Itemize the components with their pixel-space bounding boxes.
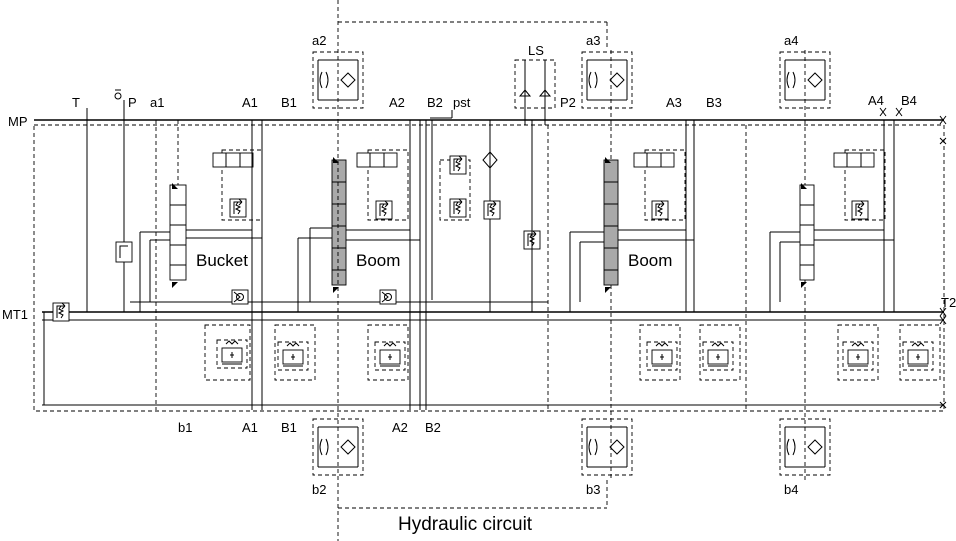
- inlet-pressure-reducer: [115, 241, 133, 263]
- port-label-b2-bottom: B2: [425, 420, 441, 435]
- section-label-boom-1: Boom: [356, 251, 400, 270]
- port-label-b1-small: b1: [178, 420, 192, 435]
- inlet-relief-valve: [52, 302, 70, 322]
- port-label-b1-top: B1: [281, 95, 297, 110]
- port-label-a3: A3: [666, 95, 682, 110]
- port-label-p: P: [128, 95, 137, 110]
- section-4: [769, 50, 941, 480]
- section-bucket: [139, 120, 263, 410]
- port-label-pst: pst: [453, 95, 471, 110]
- port-label-a4-work: a4: [784, 33, 798, 48]
- port-label-b3: B3: [706, 95, 722, 110]
- port-label-p2: P2: [560, 95, 576, 110]
- port-label-a1-bottom: A1: [242, 420, 258, 435]
- section-label-boom-2: Boom: [628, 251, 672, 270]
- diagram-caption: Hydraulic circuit: [398, 514, 533, 535]
- load-sense-section: [430, 59, 556, 312]
- port-label-a2-top: A2: [389, 95, 405, 110]
- section-boom-1: [274, 0, 427, 541]
- port-label-b4: B4: [901, 93, 917, 108]
- port-label-mt1: MT1: [2, 307, 28, 322]
- right-port-markers: [879, 107, 947, 409]
- port-label-b4-work: b4: [784, 482, 798, 497]
- port-label-a1: a1: [150, 95, 164, 110]
- workport-block-b3: [581, 418, 633, 476]
- port-label-b2-top: B2: [427, 95, 443, 110]
- port-label-a1-top: A1: [242, 95, 258, 110]
- port-label-t2: T2: [941, 295, 956, 310]
- workport-block-a3: [581, 51, 633, 109]
- valve-envelope: [33, 124, 945, 412]
- port-label-mp: MP: [8, 114, 28, 129]
- port-label-b3-work: b3: [586, 482, 600, 497]
- workport-block-b2: [312, 418, 364, 476]
- port-label-ls: LS: [528, 43, 544, 58]
- port-label-b2-work: b2: [312, 482, 326, 497]
- port-label-a3-work: a3: [586, 33, 600, 48]
- port-label-a2-work: a2: [312, 33, 326, 48]
- workport-block-b4: [779, 418, 831, 476]
- port-label-a2-bottom: A2: [392, 420, 408, 435]
- port-label-b1-bottom: B1: [281, 420, 297, 435]
- section-label-bucket: Bucket: [196, 251, 248, 270]
- port-label-t: T: [72, 95, 80, 110]
- port-label-a4: A4: [868, 93, 884, 108]
